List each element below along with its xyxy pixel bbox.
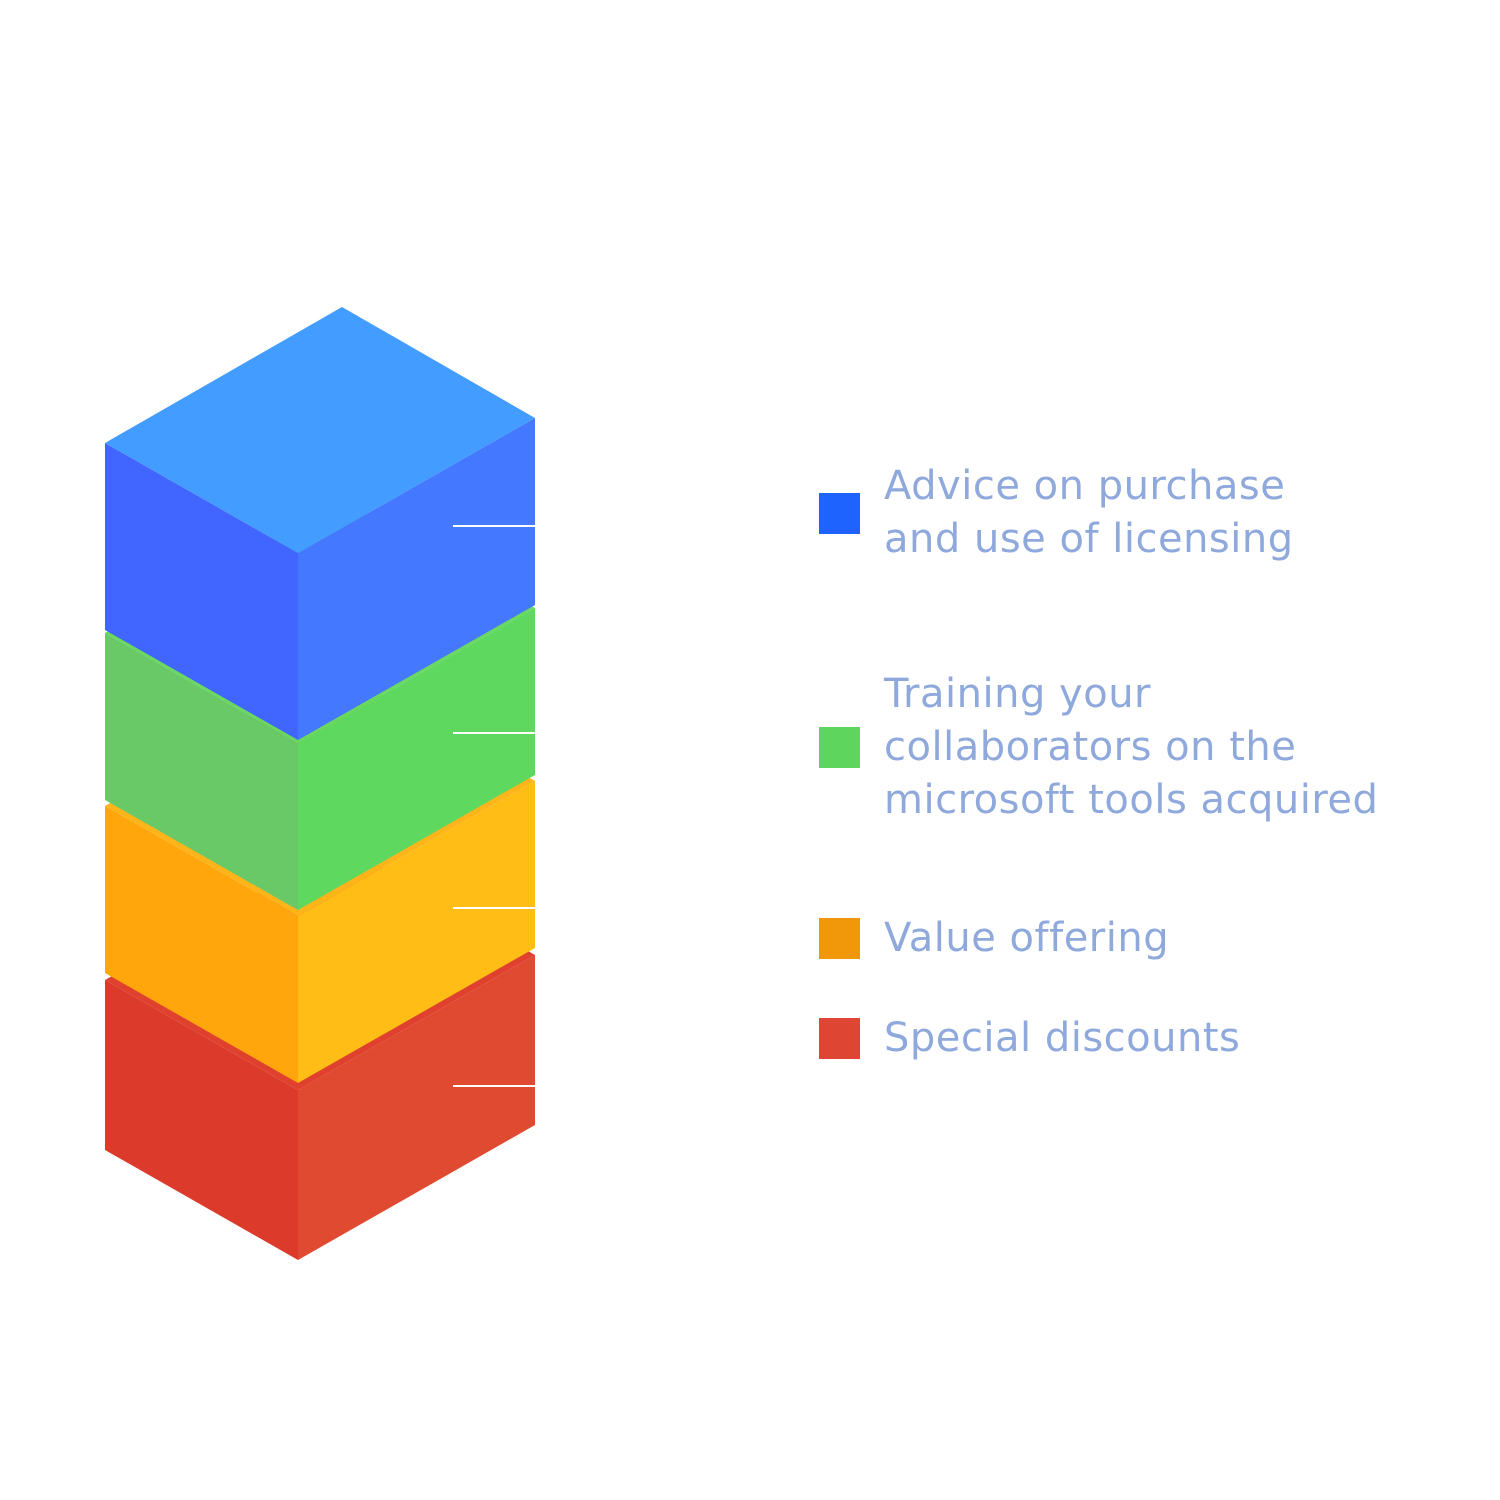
- legend-item-advice: Advice on purchase and use of licensing: [819, 460, 1294, 566]
- legend-label-special-discounts: Special discounts: [884, 1015, 1241, 1061]
- legend-swatch-value-offering: [819, 918, 860, 959]
- block-advice: [105, 307, 535, 740]
- legend-swatch-training: [819, 727, 860, 768]
- block-training-left-face: [105, 633, 298, 910]
- legend-swatch-special-discounts: [819, 1018, 860, 1059]
- legend-label-training: Training your collaborators on the micro…: [884, 671, 1379, 823]
- block-advice-top-face: [105, 307, 535, 553]
- legend-item-special-discounts: Special discounts: [819, 1012, 1240, 1065]
- legend-swatch-advice: [819, 492, 860, 534]
- legend-label-advice: Advice on purchase and use of licensing: [884, 463, 1294, 562]
- block-training-right-face: [298, 608, 535, 910]
- block-value-offering-left-face: [105, 806, 298, 1083]
- block-special-discounts-left-face: [105, 980, 298, 1260]
- block-advice-right-face: [298, 418, 535, 740]
- legend-label-value-offering: Value offering: [884, 915, 1170, 961]
- block-advice-left-face: [105, 443, 298, 740]
- block-special-discounts-right-face: [298, 955, 535, 1260]
- block-value-offering-right-face: [298, 781, 535, 1083]
- legend-item-value-offering: Value offering: [819, 912, 1169, 965]
- legend-item-training: Training your collaborators on the micro…: [819, 668, 1378, 827]
